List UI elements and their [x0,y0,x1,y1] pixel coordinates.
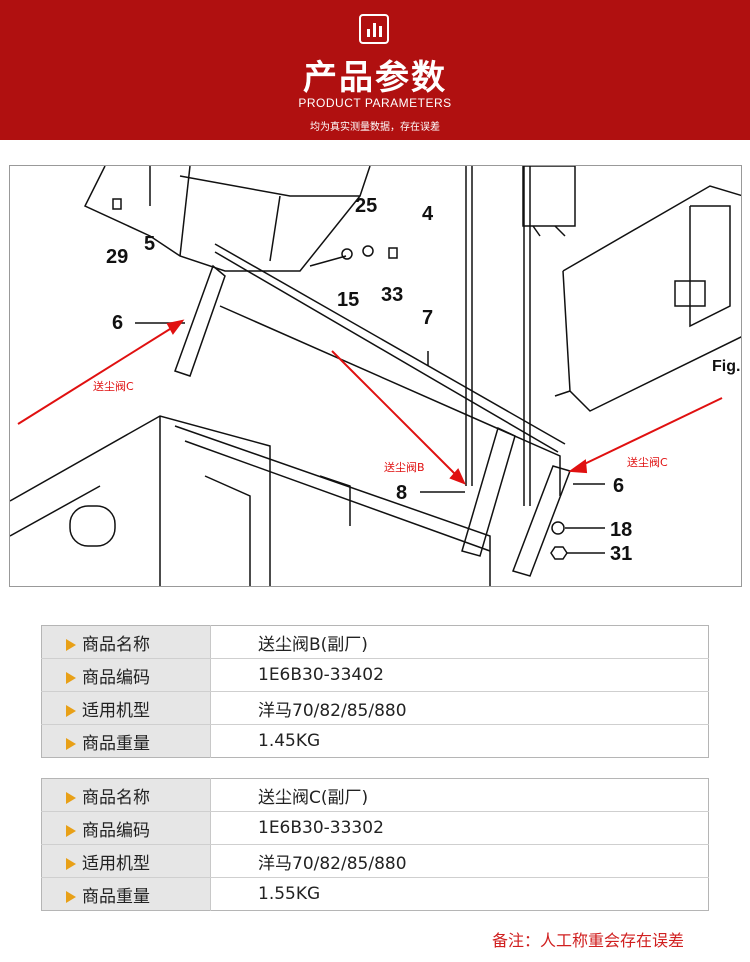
triangle-bullet-icon [66,704,76,717]
footnote: 备注：人工称重会存在误差 [492,931,685,950]
callout-valve-c-left: 送尘阀C [93,379,134,393]
part-number-31: 31 [610,543,632,565]
spec-value: 洋马70/82/85/880 [210,844,709,878]
spec-value: 送尘阀C(副厂) [210,778,709,812]
chart-icon [359,14,389,44]
spec-value: 1.45KG [210,724,709,758]
parts-diagram: 29 5 25 4 15 33 7 6 8 6 18 31 Fig. 送尘阀C … [9,165,742,587]
part-number-5: 5 [144,233,155,255]
spec-value: 1.55KG [210,877,709,911]
part-number-8: 8 [396,482,407,504]
spec-value: 洋马70/82/85/880 [210,691,709,725]
spec-value: 1E6B30-33402 [210,658,709,692]
table-row: 商品名称 送尘阀C(副厂) [41,778,709,812]
spec-value: 送尘阀B(副厂) [210,625,709,659]
spec-table-valve-b: 商品名称 送尘阀B(副厂) 商品编码 1E6B30-33402 适用机型 洋马7… [41,625,709,758]
parts-diagram-drawing: 29 5 25 4 15 33 7 6 8 6 18 31 Fig. 送尘阀C … [10,166,741,586]
spec-key: 商品编码 [41,658,211,692]
page-title: 产品参数 [303,58,447,98]
table-row: 商品重量 1.45KG [41,724,709,758]
header-banner: 产品参数 PRODUCT PARAMETERS 均为真实测量数据，存在误差 [0,0,750,140]
spec-table-valve-c: 商品名称 送尘阀C(副厂) 商品编码 1E6B30-33302 适用机型 洋马7… [41,778,709,911]
spec-key: 商品重量 [41,877,211,911]
table-row: 适用机型 洋马70/82/85/880 [41,691,709,725]
part-number-15: 15 [337,289,359,311]
triangle-bullet-icon [66,671,76,684]
part-number-29: 29 [106,246,128,268]
triangle-bullet-icon [66,857,76,870]
triangle-bullet-icon [66,890,76,903]
callout-valve-b: 送尘阀B [384,460,425,474]
part-number-25: 25 [355,195,377,217]
part-number-18: 18 [610,519,632,541]
spec-key: 商品重量 [41,724,211,758]
table-row: 商品重量 1.55KG [41,877,709,911]
part-number-4: 4 [422,203,434,225]
spec-value: 1E6B30-33302 [210,811,709,845]
spec-key: 商品名称 [41,625,211,659]
triangle-bullet-icon [66,638,76,651]
figure-label: Fig. [712,358,740,375]
triangle-bullet-icon [66,737,76,750]
part-number-33: 33 [381,284,403,306]
spec-key: 商品名称 [41,778,211,812]
triangle-bullet-icon [66,824,76,837]
table-row: 商品编码 1E6B30-33402 [41,658,709,692]
part-number-6-right: 6 [613,475,624,497]
page-subtitle: PRODUCT PARAMETERS [298,96,452,110]
triangle-bullet-icon [66,791,76,804]
part-number-6-left: 6 [112,312,123,334]
table-row: 适用机型 洋马70/82/85/880 [41,844,709,878]
spec-key: 适用机型 [41,844,211,878]
part-number-7: 7 [422,307,433,329]
header-note: 均为真实测量数据，存在误差 [310,122,440,133]
spec-key: 适用机型 [41,691,211,725]
spec-key: 商品编码 [41,811,211,845]
table-row: 商品名称 送尘阀B(副厂) [41,625,709,659]
callout-valve-c-right: 送尘阀C [627,455,668,469]
table-row: 商品编码 1E6B30-33302 [41,811,709,845]
